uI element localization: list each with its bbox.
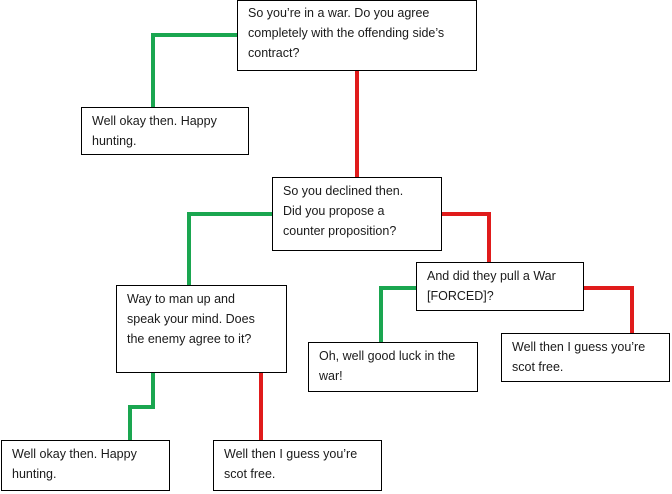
node-scot-free-1: Well then I guess you’re scot free.	[501, 333, 670, 382]
connector-counter-yes	[187, 212, 274, 288]
connector-forced-yes	[379, 286, 419, 345]
connector-forced-no	[581, 286, 634, 336]
connector-enemy-yes	[128, 371, 155, 442]
connector-agree-yes	[151, 33, 240, 110]
node-war-forced: And did they pull a War [FORCED]?	[416, 262, 584, 311]
node-enemy-agree: Way to man up and speak your mind. Does …	[116, 285, 287, 373]
node-happy-hunting-2: Well okay then. Happy hunting.	[1, 440, 170, 491]
node-counter-proposition: So you declined then. Did you propose a …	[272, 177, 442, 251]
node-scot-free-2: Well then I guess you’re scot free.	[213, 440, 382, 491]
node-agree-contract: So you’re in a war. Do you agree complet…	[237, 0, 477, 71]
node-good-luck: Oh, well good luck in the war!	[308, 342, 478, 392]
node-happy-hunting-1: Well okay then. Happy hunting.	[81, 107, 249, 155]
connector-counter-no	[439, 212, 491, 264]
